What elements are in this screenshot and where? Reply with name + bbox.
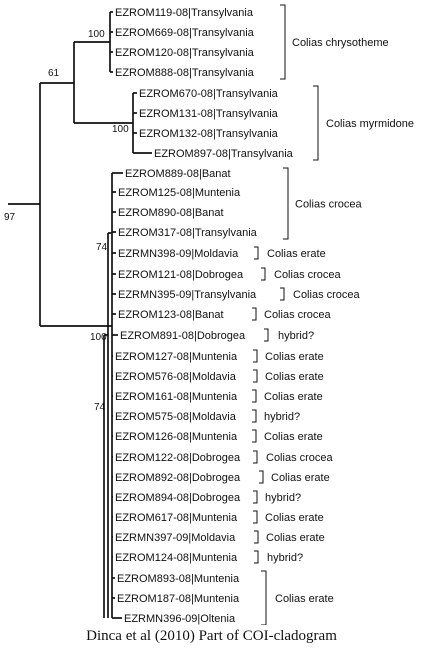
taxon-label: EZROM122-08|Dobrogea xyxy=(115,452,241,464)
bootstrap-value: 61 xyxy=(48,68,60,79)
taxon-label: EZROM669-08|Transylvania xyxy=(115,27,255,39)
taxon-label: EZROM617-08|Muntenia xyxy=(115,512,238,524)
taxon-label: EZROM576-08|Moldavia xyxy=(115,371,237,383)
group-label: hybrid? xyxy=(278,330,314,342)
group-label: Colias myrmidone xyxy=(326,118,414,130)
taxon-label: EZROM897-08|Transylvania xyxy=(154,148,294,160)
taxon-label: EZROM892-08|Dobrogea xyxy=(115,472,241,484)
group-bracket xyxy=(283,167,289,240)
taxon-label: EZROM131-08|Transylvania xyxy=(139,108,279,120)
group-label: Colias erate xyxy=(265,351,324,363)
taxon-label: EZRMN395-09|Transylvania xyxy=(118,289,257,301)
group-bracket xyxy=(261,267,266,281)
group-label: Colias erate xyxy=(265,371,324,383)
taxon-label: EZROM187-08|Muntenia xyxy=(117,593,240,605)
taxon-label: EZROM124-08|Muntenia xyxy=(115,552,238,564)
bootstrap-value: 74 xyxy=(94,402,106,413)
group-bracket xyxy=(253,369,258,383)
group-label: Colias erate xyxy=(265,512,324,524)
group-label: hybrid? xyxy=(264,411,300,423)
bootstrap-value: 100 xyxy=(88,29,105,40)
taxon-label: EZROM893-08|Muntenia xyxy=(117,573,240,585)
group-bracket xyxy=(253,490,258,504)
taxon-label: EZROM125-08|Muntenia xyxy=(118,187,241,199)
group-bracket xyxy=(313,85,319,161)
group-bracket xyxy=(261,570,267,625)
taxon-label: EZROM161-08|Muntenia xyxy=(115,391,238,403)
group-bracket xyxy=(254,530,259,544)
group-bracket xyxy=(280,4,286,80)
group-bracket xyxy=(254,550,259,564)
group-label: Colias erate xyxy=(264,431,323,443)
group-label: Colias crocea xyxy=(295,199,363,211)
taxon-label: EZROM132-08|Transylvania xyxy=(139,128,279,140)
group-label: Colias chrysotheme xyxy=(292,37,389,49)
group-bracket xyxy=(259,470,264,484)
group-label: Colias crocea xyxy=(264,309,332,321)
group-label: Colias crocea xyxy=(266,452,334,464)
bootstrap-value: 100 xyxy=(112,124,129,135)
taxon-label: EZROM119-08|Transylvania xyxy=(115,7,254,19)
group-bracket xyxy=(253,510,258,524)
taxon-label: EZROM889-08|Banat xyxy=(125,168,231,180)
group-bracket xyxy=(280,287,285,301)
group-bracket xyxy=(252,307,257,321)
group-label: hybrid? xyxy=(265,492,301,504)
bootstrap-values: 1006110097741007465 xyxy=(4,29,129,413)
group-label: Colias erate xyxy=(271,472,330,484)
group-bracket xyxy=(264,328,269,342)
figure-caption: Dinca et al (2010) Part of COI-cladogram xyxy=(86,628,337,644)
taxon-label: EZROM888-08|Transylvania xyxy=(115,67,255,79)
group-label: Colias erate xyxy=(266,532,325,544)
taxon-label: EZRMN398-09|Moldavia xyxy=(118,248,239,260)
taxon-label: EZROM127-08|Muntenia xyxy=(115,351,238,363)
taxon-label: EZROM123-08|Banat xyxy=(118,309,224,321)
taxon-label: EZROM575-08|Moldavia xyxy=(115,411,237,423)
taxon-label: EZROM121-08|Dobrogea xyxy=(118,269,244,281)
bootstrap-value: 100 xyxy=(90,332,107,343)
taxon-label: EZROM890-08|Banat xyxy=(118,207,224,219)
group-label: Colias crocea xyxy=(274,269,342,281)
tree-branches xyxy=(8,11,152,619)
group-label: Colias erate xyxy=(275,593,334,605)
group-bracket xyxy=(253,349,258,363)
group-label: Colias erate xyxy=(264,391,323,403)
group-bracket xyxy=(254,246,259,260)
group-label: Colias erate xyxy=(267,248,326,260)
group-brackets xyxy=(252,4,319,625)
group-bracket xyxy=(253,450,258,464)
taxon-label: EZRMN396-09|Oltenia xyxy=(124,613,236,625)
group-label: Colias crocea xyxy=(293,289,361,301)
taxon-label: EZROM317-08|Transylvania xyxy=(118,227,258,239)
group-bracket xyxy=(252,429,257,443)
bootstrap-value: 97 xyxy=(4,212,16,223)
bootstrap-value: 74 xyxy=(96,242,108,253)
taxon-label: EZROM670-08|Transylvania xyxy=(139,88,279,100)
taxon-label: EZRMN397-09|Moldavia xyxy=(115,532,236,544)
group-label: hybrid? xyxy=(267,552,303,564)
taxon-label: EZROM891-08|Dobrogea xyxy=(120,330,246,342)
taxon-label: EZROM894-08|Dobrogea xyxy=(115,492,241,504)
taxon-labels: EZROM119-08|TransylvaniaEZROM669-08|Tran… xyxy=(115,7,294,625)
taxon-label: EZROM120-08|Transylvania xyxy=(115,47,255,59)
group-bracket xyxy=(252,409,257,423)
taxon-label: EZROM126-08|Muntenia xyxy=(115,431,238,443)
cladogram: EZROM119-08|TransylvaniaEZROM669-08|Tran… xyxy=(4,4,414,625)
group-bracket xyxy=(252,389,257,403)
